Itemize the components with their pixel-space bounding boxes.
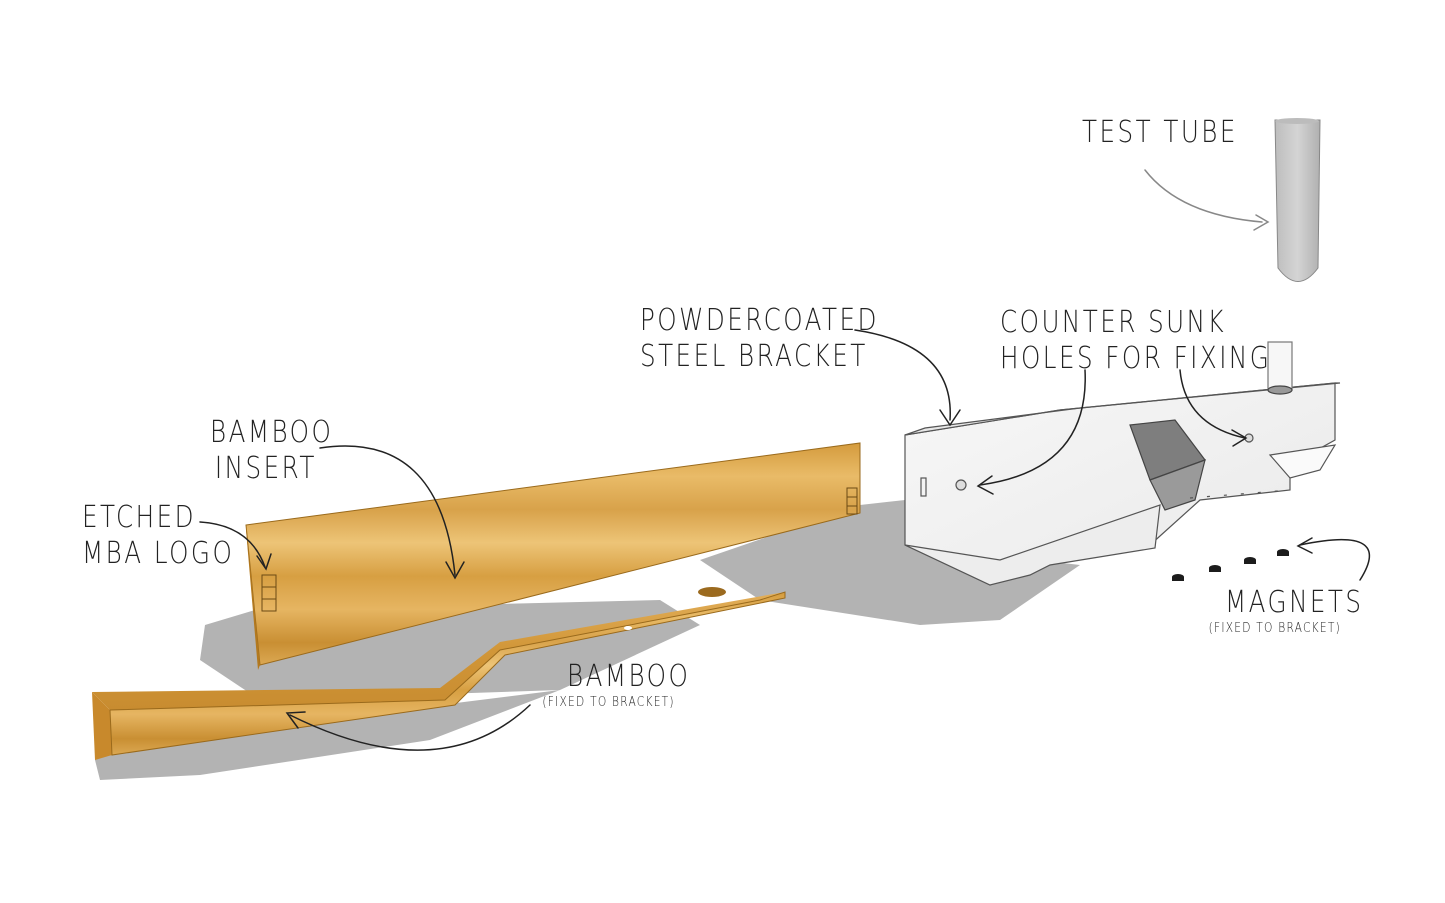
- label-bamboo-note: (FIXED TO BRACKET): [542, 695, 675, 710]
- label-bamboo-text: BAMBOO: [567, 659, 691, 694]
- bamboo-shadow: [95, 690, 560, 780]
- tube-socket: [1267, 385, 1293, 395]
- arrowhead-insert: [445, 561, 465, 580]
- arrowhead-bracket: [939, 409, 961, 427]
- bracket-shadow: [700, 500, 1080, 625]
- label-bracket-line2: STEEL BRACKET: [640, 339, 868, 374]
- label-holes-line2: HOLES FOR FIXING: [1000, 341, 1272, 376]
- label-logo-line2: MBA LOGO: [82, 536, 235, 571]
- label-magnets: MAGNETS (FIXED TO BRACKET): [1209, 585, 1364, 636]
- label-magnets-note: (FIXED TO BRACKET): [1208, 621, 1342, 636]
- steel-bracket: [904, 341, 1341, 586]
- bamboo-insert: [245, 442, 861, 670]
- arrowhead-magnets: [1296, 537, 1313, 554]
- arrow-magnets: [1299, 538, 1371, 581]
- test-tube: [1274, 118, 1321, 282]
- label-insert-line1: BAMBOO: [210, 415, 334, 450]
- arrowhead-bamboo: [285, 711, 306, 729]
- label-bracket-line1: POWDERCOATED: [640, 303, 879, 338]
- label-bamboo: BAMBOO (FIXED TO BRACKET): [542, 659, 691, 710]
- label-insert: BAMBOO INSERT: [210, 418, 333, 484]
- leader-arrows: [199, 169, 1371, 751]
- arrow-test-tube: [1144, 169, 1263, 223]
- bamboo-base-piece: [92, 587, 786, 760]
- label-holes: COUNTER SUNK HOLES FOR FIXING: [1000, 308, 1271, 374]
- arrow-bracket: [854, 329, 951, 421]
- label-logo-line1: ETCHED: [82, 500, 197, 535]
- label-test-tube: TEST TUBE: [1082, 118, 1238, 148]
- label-magnets-text: MAGNETS: [1225, 585, 1364, 620]
- label-insert-line2: INSERT: [214, 451, 317, 486]
- arrow-bamboo: [289, 704, 531, 751]
- label-holes-line1: COUNTER SUNK: [1000, 305, 1227, 340]
- arrow-holes-1: [979, 369, 1086, 486]
- label-logo: ETCHED MBA LOGO: [82, 503, 234, 569]
- etched-logo: [261, 487, 858, 612]
- label-test-tube-text: TEST TUBE: [1082, 115, 1238, 150]
- arrow-holes-2: [1179, 369, 1246, 439]
- arrowhead-holes-2: [1231, 429, 1248, 447]
- arrowhead-holes-1: [976, 475, 994, 495]
- magnets: [1172, 549, 1289, 581]
- arrowhead-test-tube: [1253, 214, 1270, 231]
- arrow-insert: [319, 445, 456, 576]
- countersunk-hole: [955, 479, 967, 491]
- label-bracket: POWDERCOATED STEEL BRACKET: [640, 306, 879, 372]
- arrowhead-logo: [256, 553, 272, 571]
- arrow-logo: [199, 521, 266, 568]
- fixing-hole: [698, 587, 726, 597]
